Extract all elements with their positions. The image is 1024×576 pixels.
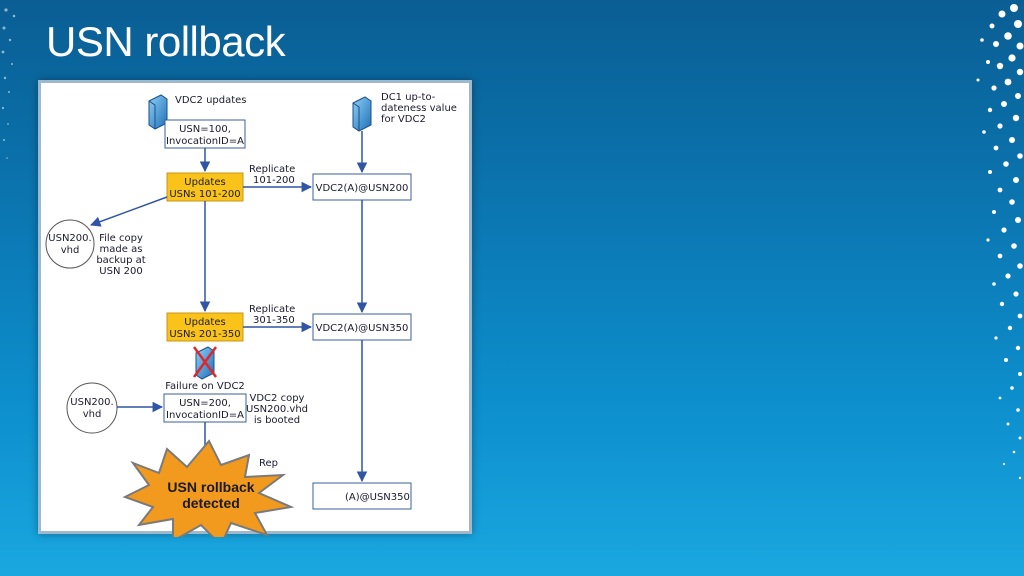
usn200-line2: InvocationID=A	[166, 410, 244, 421]
vdc2-final-box	[312, 482, 412, 510]
dc1-label-line3: for VDC2	[381, 114, 426, 125]
rollback-detected-line1: USN rollback	[167, 479, 254, 495]
file-copy-line2: made as	[100, 244, 143, 255]
usn200-line1: USN=200,	[179, 398, 231, 409]
updates2-line1: Updates	[184, 317, 225, 328]
updates1-line2: USNs 101-200	[169, 189, 240, 200]
replicate1-line2: 101-200	[253, 175, 295, 186]
vdc2-usn200-label: VDC2(A)@USN200	[316, 183, 409, 194]
updates1-box	[166, 172, 244, 202]
vdc2-copy-line2: USN200.vhd	[246, 404, 308, 415]
diagram-panel: VDC2 updates DC1 up-to- dateness value f…	[38, 80, 472, 537]
usn100-box	[164, 119, 246, 149]
dc1-server-icon	[352, 96, 372, 132]
vdc2-usn350-box	[312, 313, 412, 341]
vhd1-line1: USN200.	[48, 233, 91, 244]
replicate1-line1: Replicate	[249, 164, 295, 175]
backup-vhd-circle	[45, 219, 95, 269]
failed-server-icon	[192, 346, 218, 380]
updates2-box	[166, 312, 244, 342]
dc1-label-line1: DC1 up-to-	[381, 92, 436, 103]
vdc2-updates-label: VDC2 updates	[175, 95, 247, 106]
usn100-line2: InvocationID=A	[166, 136, 244, 147]
vdc2-usn200-box	[312, 173, 412, 201]
usn100-line1: USN=100,	[179, 124, 231, 135]
arrow-to-backup-vhd	[90, 196, 168, 227]
usn-rollback-diagram: VDC2 updates DC1 up-to- dateness value f…	[45, 92, 457, 537]
vdc2-copy-line3: is booted	[254, 415, 300, 426]
updates2-line2: USNs 201-350	[169, 329, 240, 340]
dc1-label-line2: dateness value	[381, 103, 457, 114]
file-copy-line4: USN 200	[99, 266, 142, 277]
updates1-line1: Updates	[184, 177, 225, 188]
vhd2-line2: vhd	[83, 409, 102, 420]
replicate3-partial-label: Rep	[259, 458, 278, 469]
vhd1-line2: vhd	[61, 245, 80, 256]
starburst-shape	[122, 439, 295, 537]
vdc2-server-icon	[148, 94, 168, 130]
vdc2-final-partial-label: (A)@USN350	[345, 492, 410, 503]
vhd2-line1: USN200.	[70, 397, 113, 408]
replicate2-line1: Replicate	[249, 304, 295, 315]
decorative-dots-right	[976, 4, 1024, 480]
decorative-dots-left	[1, 8, 16, 159]
vdc2-copy-line1: VDC2 copy	[250, 393, 305, 404]
replicate2-line2: 301-350	[253, 315, 295, 326]
rollback-detected-line2: detected	[182, 495, 240, 511]
file-copy-line3: backup at	[96, 255, 145, 266]
file-copy-line1: File copy	[99, 233, 143, 244]
vhd-restore-circle	[66, 382, 118, 434]
slide-title: USN rollback	[46, 18, 286, 65]
failure-label: Failure on VDC2	[165, 381, 245, 392]
vdc2-usn350-label: VDC2(A)@USN350	[316, 323, 409, 334]
